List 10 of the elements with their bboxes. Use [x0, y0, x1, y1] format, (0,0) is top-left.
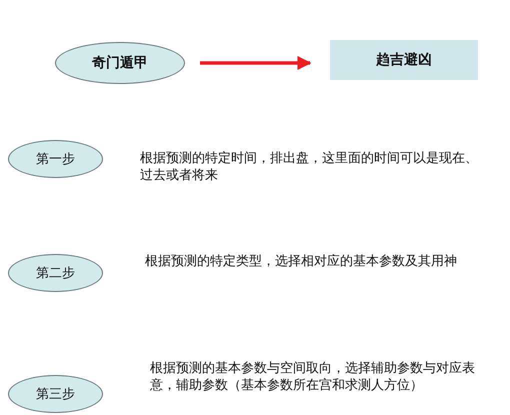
- node-label: 趋吉避凶: [376, 51, 432, 69]
- rectangle-node: [330, 40, 478, 80]
- step-description: 根据预测的特定类型，选择相对应的基本参数及其用神: [145, 253, 458, 270]
- arrow: [200, 56, 312, 70]
- node-label: 第一步: [36, 151, 75, 168]
- step-description: 根据预测的基本参数与空间取向，选择辅助参数与对应表意，辅助参数（基本参数所在宫和求测人方位）: [150, 360, 476, 394]
- node-label: 奇门遁甲: [92, 54, 148, 72]
- step-description: 根据预测的特定时间，排出盘，这里面的时间可以是现在、过去或者将来: [140, 150, 479, 184]
- node-label: 第二步: [36, 265, 75, 282]
- node-label: 第三步: [36, 386, 75, 403]
